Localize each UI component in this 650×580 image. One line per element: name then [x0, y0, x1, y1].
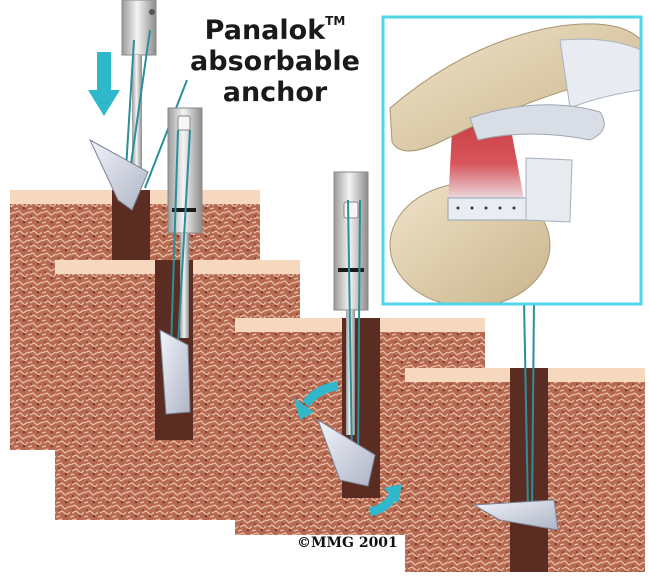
- anchor-label: PanalokTM absorbable anchor: [170, 6, 380, 108]
- label-line-2: absorbable: [190, 46, 360, 77]
- trademark-symbol: TM: [325, 14, 345, 28]
- label-line-1: Panalok: [205, 15, 326, 46]
- copyright-notice: ©MMG 2001: [297, 535, 398, 551]
- shoulder-inset: [383, 17, 641, 307]
- label-line-3: anchor: [223, 77, 328, 108]
- drill-hole-4: [510, 368, 548, 572]
- down-arrow-icon: [88, 52, 120, 116]
